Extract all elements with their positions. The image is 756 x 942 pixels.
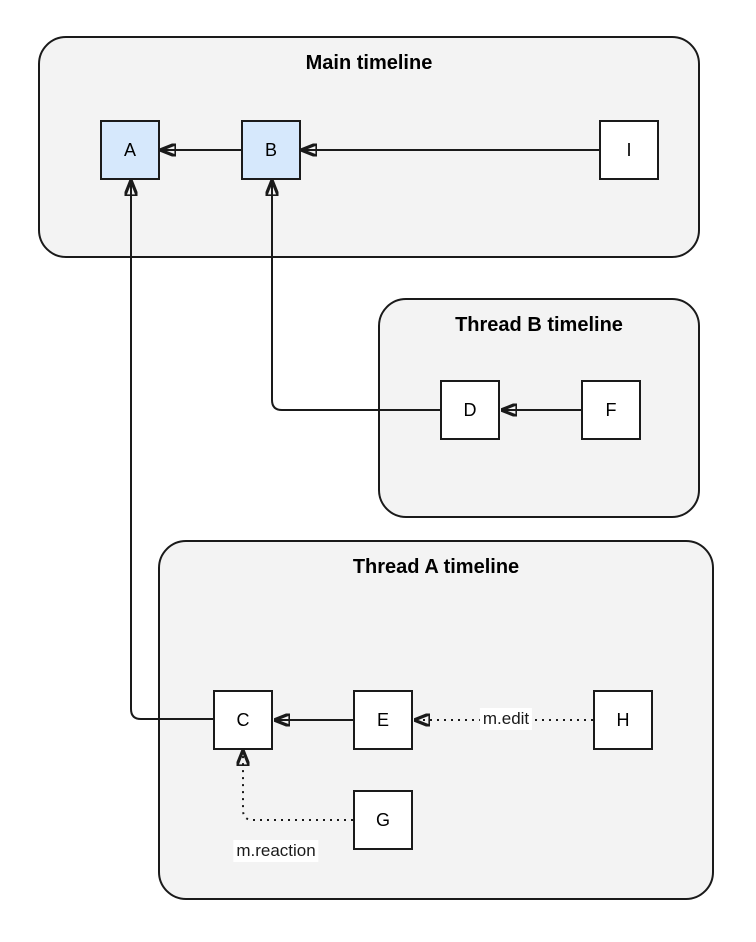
node-h: H [593, 690, 653, 750]
container-title-thread-a-timeline: Thread A timeline [352, 556, 520, 578]
node-label-e: E [376, 709, 389, 730]
container-title-thread-b-timeline: Thread B timeline [455, 314, 623, 336]
node-label-i: I [626, 139, 632, 160]
node-b: B [241, 120, 301, 180]
edge-label-m-reaction: m.reaction [233, 840, 319, 862]
node-label-c: C [236, 709, 250, 730]
node-label-f: F [605, 399, 617, 420]
node-c: C [213, 690, 273, 750]
node-label-b: B [264, 139, 277, 160]
node-label-g: G [375, 809, 390, 830]
node-label-d: D [463, 399, 477, 420]
node-g: G [353, 790, 413, 850]
node-label-a: A [123, 139, 136, 160]
node-d: D [440, 380, 500, 440]
node-label-h: H [616, 709, 630, 730]
node-f: F [581, 380, 641, 440]
node-a: A [100, 120, 160, 180]
node-e: E [353, 690, 413, 750]
container-title-main-timeline: Main timeline [305, 52, 433, 74]
node-i: I [599, 120, 659, 180]
edge-label-m-edit: m.edit [479, 708, 533, 730]
container-thread-b-timeline: Thread B timeline [378, 298, 700, 518]
